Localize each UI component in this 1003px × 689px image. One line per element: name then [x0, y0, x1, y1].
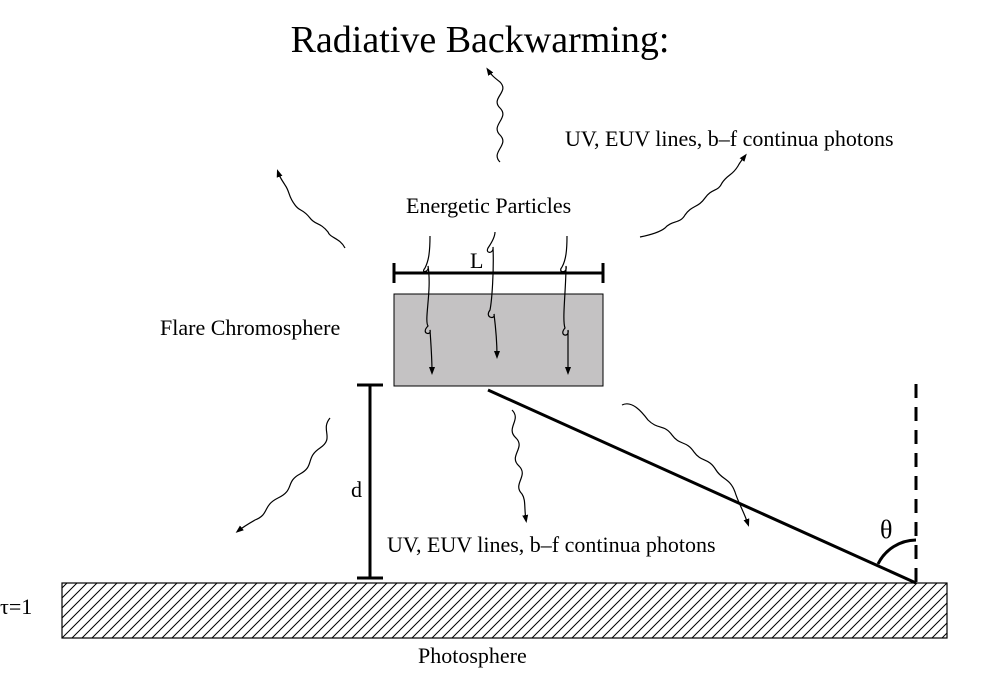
tau-label: τ=1 [0, 594, 32, 619]
theta-label: θ [880, 515, 892, 544]
sightline [487, 388, 917, 585]
distance-bar [357, 383, 383, 580]
particle-track-left [423, 235, 435, 375]
photon-arrow-downright [621, 403, 750, 527]
theta-angle-arc [876, 538, 917, 565]
photons-label-top: UV, EUV lines, b–f continua photons [565, 126, 894, 151]
energetic-particles-label: Energetic Particles [406, 193, 571, 218]
distance-label: d [351, 477, 362, 502]
particle-trajectories [423, 231, 571, 375]
photosphere-label: Photosphere [418, 643, 527, 668]
photon-arrow-upright [639, 153, 747, 238]
photon-arrow-down [511, 409, 529, 523]
photosphere-slab [61, 582, 948, 639]
photon-arrows-upper [276, 67, 747, 249]
particle-track-middle [486, 231, 500, 359]
photon-arrow-downleft [235, 417, 331, 533]
flare-chromosphere-box [393, 293, 604, 387]
diagram-title: Radiative Backwarming: [291, 19, 670, 61]
photon-arrow-upleft [276, 169, 346, 249]
photons-label-bottom: UV, EUV lines, b–f continua photons [387, 532, 716, 557]
flare-chromosphere-label: Flare Chromosphere [160, 315, 340, 340]
particle-track-right [560, 235, 571, 375]
photon-arrows-lower [235, 403, 750, 533]
photon-arrow-up [486, 67, 504, 163]
length-label: L [470, 248, 483, 273]
